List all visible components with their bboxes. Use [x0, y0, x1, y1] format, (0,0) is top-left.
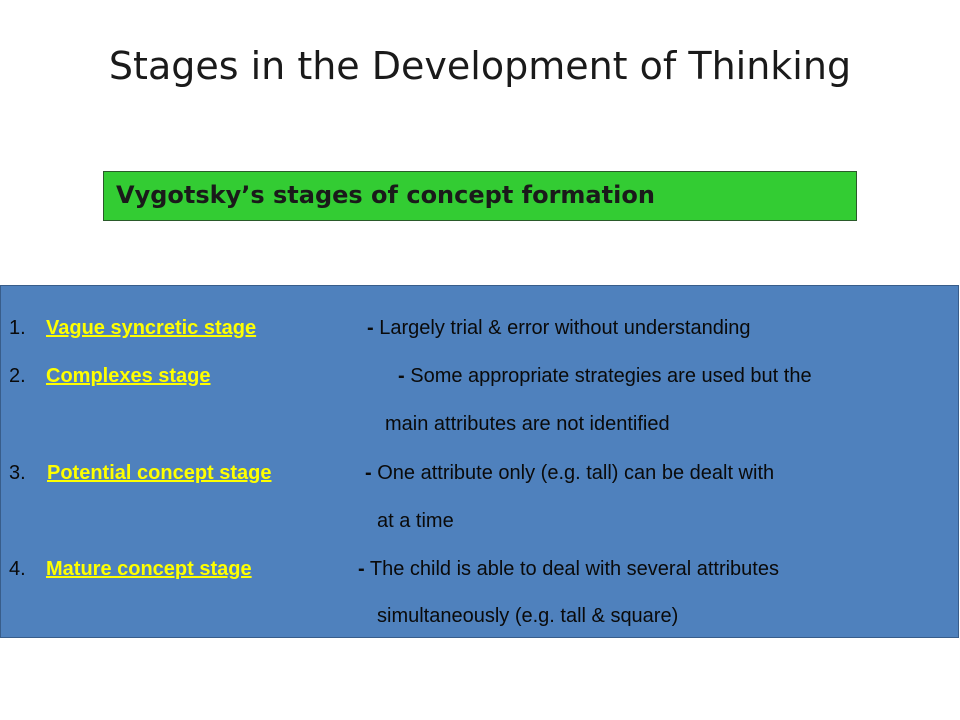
stage-description-line: Largely trial & error without understand… — [379, 317, 751, 339]
stage-name-link[interactable]: Vague syncretic stage — [46, 317, 257, 339]
stage-name-link[interactable]: Complexes stage — [46, 365, 211, 387]
stage-number: 4. — [9, 558, 26, 580]
stage-description: - The child is able to deal with several… — [358, 558, 779, 581]
stage-dash: - — [367, 317, 374, 339]
stage-description: - Largely trial & error without understa… — [367, 317, 751, 340]
subtitle-box: Vygotsky’s stages of concept formation — [103, 171, 857, 221]
stage-dash: - — [358, 558, 365, 580]
stage-name-link[interactable]: Mature concept stage — [46, 558, 252, 580]
stages-panel: 1. Vague syncretic stage - Largely trial… — [0, 285, 959, 638]
stage-name-link[interactable]: Potential concept stage — [47, 462, 272, 484]
stage-description-line: main attributes are not identified — [385, 413, 670, 435]
slide-title: Stages in the Development of Thinking — [108, 44, 852, 88]
stage-description-line: One attribute only (e.g. tall) can be de… — [377, 462, 775, 484]
subtitle-text: Vygotsky’s stages of concept formation — [116, 181, 655, 209]
stage-description-line: Some appropriate strategies are used but… — [410, 365, 812, 387]
stage-number: 1. — [9, 317, 26, 339]
stage-number: 2. — [9, 365, 26, 387]
stage-dash: - — [365, 462, 372, 484]
stage-description-line: The child is able to deal with several a… — [369, 558, 779, 580]
stage-dash: - — [398, 365, 405, 387]
stage-description: - One attribute only (e.g. tall) can be … — [365, 462, 774, 485]
stage-description-line: simultaneously (e.g. tall & square) — [377, 605, 679, 627]
stage-number: 3. — [9, 462, 26, 484]
stage-description: - Some appropriate strategies are used b… — [398, 365, 812, 388]
stage-description-line: at a time — [377, 510, 454, 532]
